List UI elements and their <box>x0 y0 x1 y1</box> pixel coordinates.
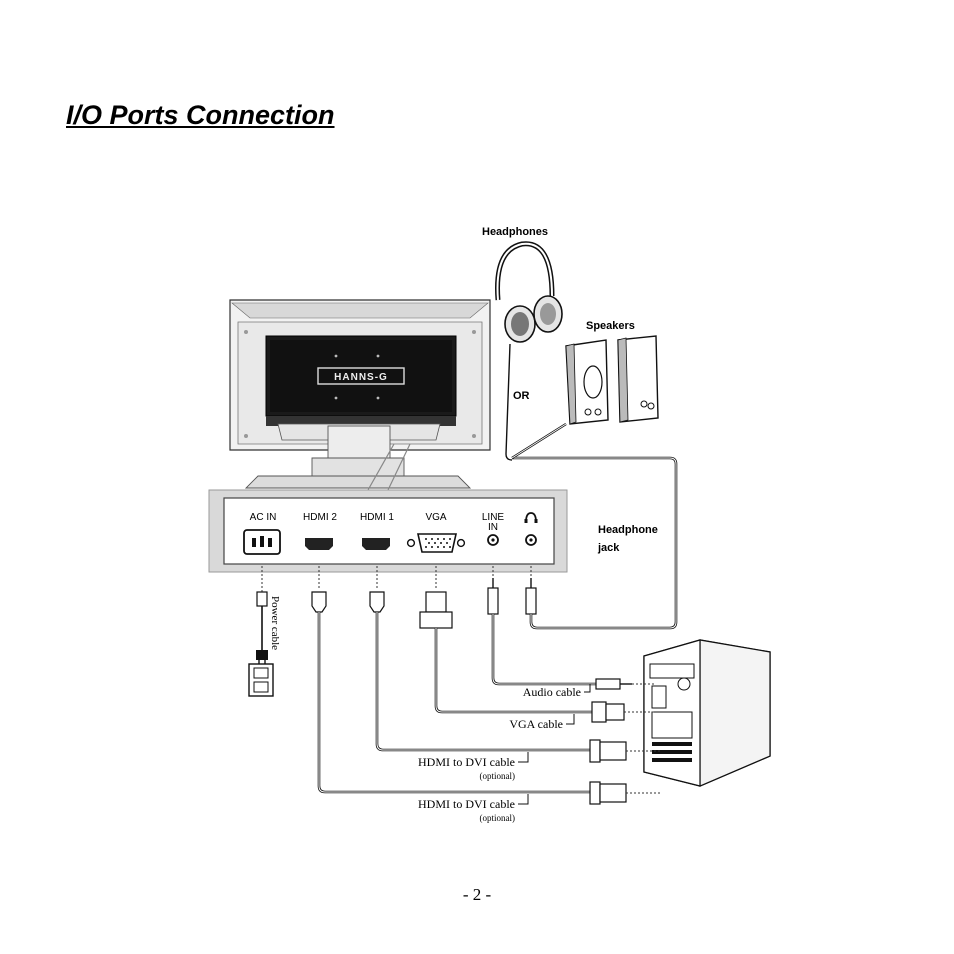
hdmi2-label: HDMI 2 <box>303 512 337 523</box>
headphone-symbol-icon <box>525 512 537 523</box>
hdmi-dvi-cable-1-note: (optional) <box>480 771 516 781</box>
audio-cable-label: Audio cable <box>523 685 581 699</box>
headphone-jack-label-2: jack <box>597 542 620 554</box>
headphones-illustration <box>495 241 563 343</box>
dvi-connector-1 <box>589 739 627 763</box>
vga-port[interactable] <box>406 533 466 553</box>
pc-dotted-guides <box>624 683 660 794</box>
headphone-jack-label-1: Headphone <box>598 524 658 536</box>
headphone-cable <box>505 343 678 630</box>
line-in-label-2: IN <box>488 522 498 533</box>
or-label: OR <box>513 390 530 402</box>
hdmi2-port[interactable] <box>305 538 333 550</box>
port-panel: AC IN HDMI 2 HDMI 1 VGA LINE IN <box>208 489 568 573</box>
hdmi-dvi-cable-1-label: HDMI to DVI cable <box>418 755 515 769</box>
hdmi2-cable <box>311 591 590 794</box>
monitor-back-view: HANNS-G <box>229 299 491 491</box>
speakers-illustration <box>565 335 659 425</box>
ac-in-label: AC IN <box>250 512 277 523</box>
computer-tower <box>643 639 771 787</box>
hdmi1-port[interactable] <box>362 538 390 550</box>
headphones-label: Headphones <box>482 226 548 238</box>
audio-cable <box>487 578 632 690</box>
power-cable <box>248 591 274 697</box>
line-in-label-1: LINE <box>482 512 505 523</box>
hdmi1-cable <box>369 591 590 752</box>
vga-cable-label: VGA cable <box>509 717 563 731</box>
port-dotted-guides <box>261 566 532 592</box>
speakers-label: Speakers <box>586 320 635 332</box>
vga-cable <box>419 591 625 723</box>
monitor-logo: HANNS-G <box>334 372 388 383</box>
hdmi-dvi-cable-2-note: (optional) <box>480 813 516 823</box>
hdmi-dvi-cable-2-label: HDMI to DVI cable <box>418 797 515 811</box>
hdmi1-label: HDMI 1 <box>360 512 394 523</box>
power-cable-label: Power cable <box>269 596 281 650</box>
vga-label: VGA <box>425 512 446 523</box>
page-number: - 2 - <box>462 885 492 904</box>
page-title: I/O Ports Connection <box>66 100 335 130</box>
dvi-connector-2 <box>589 781 627 805</box>
